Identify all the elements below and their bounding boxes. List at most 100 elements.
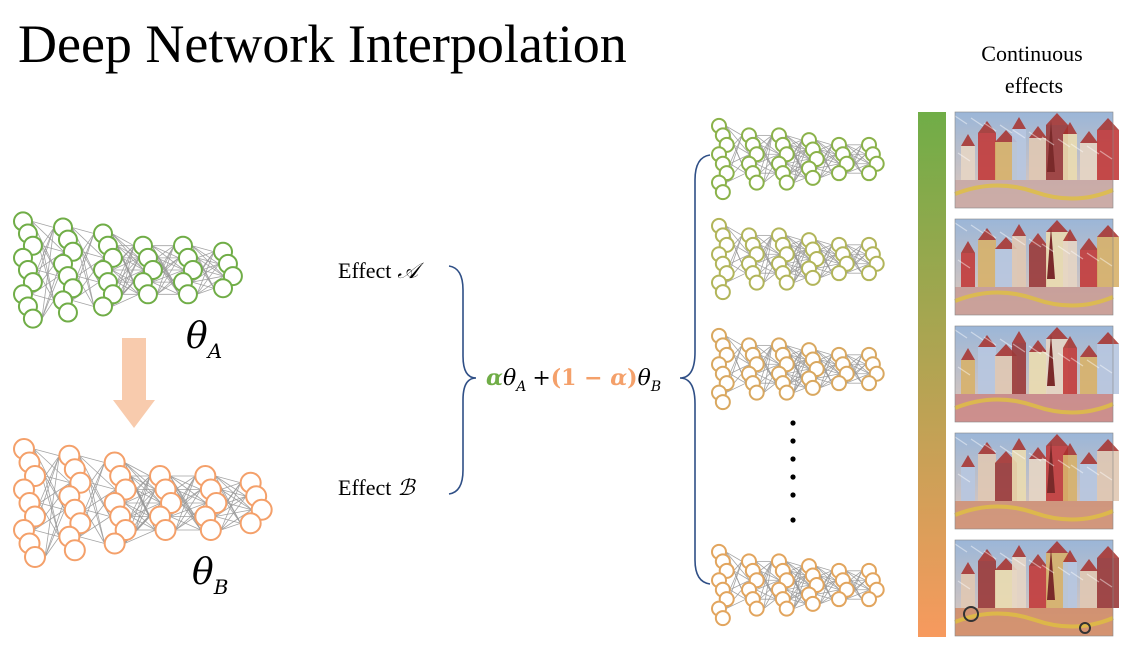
- connection-line: [44, 475, 71, 484]
- connection-line: [845, 589, 870, 600]
- connection-line: [823, 363, 836, 370]
- connection-line: [44, 536, 60, 558]
- theta-b-symbol: θB: [192, 552, 228, 599]
- network-row-3: [711, 327, 885, 411]
- connection-line: [785, 234, 803, 241]
- down-arrow-icon: [113, 338, 155, 428]
- connection-line: [36, 227, 55, 271]
- connection-line: [135, 489, 162, 504]
- connection-line: [785, 560, 803, 567]
- connection-line: [196, 287, 215, 295]
- connection-line: [201, 269, 225, 277]
- connection-line: [789, 565, 803, 600]
- neuron: [714, 610, 731, 627]
- connection-line: [124, 462, 151, 477]
- neuron: [831, 265, 847, 282]
- connection-line: [41, 227, 55, 246]
- connection-line: [763, 598, 777, 609]
- connection-line: [84, 462, 106, 510]
- connection-line: [90, 482, 116, 490]
- network-row-4: [711, 543, 885, 627]
- connection-line: [725, 382, 747, 393]
- thumbnail-4: [954, 432, 1119, 530]
- connection-line: [76, 233, 95, 277]
- connection-line: [819, 172, 833, 179]
- connection-line: [201, 263, 220, 271]
- connection-line: [733, 570, 750, 581]
- connection-line: [111, 233, 135, 247]
- neuron: [778, 174, 795, 191]
- thumbnail-5: [954, 539, 1119, 637]
- neuron: [804, 169, 821, 186]
- neuron: [778, 274, 795, 291]
- connection-line: [121, 257, 145, 271]
- neuron: [137, 284, 158, 305]
- connection-line: [733, 244, 750, 255]
- neuron: [861, 165, 877, 182]
- neuron: [778, 600, 795, 617]
- neuron: [748, 174, 765, 191]
- connection-line: [823, 253, 836, 260]
- connection-line: [41, 227, 55, 319]
- connection-line: [793, 249, 807, 283]
- connection-line: [819, 382, 833, 389]
- connection-line: [116, 245, 135, 283]
- connection-line: [789, 239, 803, 274]
- connection-line: [793, 140, 803, 183]
- connection-line: [789, 239, 803, 246]
- neuron: [24, 546, 46, 568]
- thumbnail-2: [954, 218, 1119, 316]
- neuron: [154, 519, 177, 541]
- connection-line: [793, 603, 806, 609]
- connection-line: [815, 168, 833, 174]
- continuous-effects-label-line2: effects: [1005, 73, 1063, 98]
- connection-line: [729, 561, 743, 590]
- connection-line: [81, 251, 105, 259]
- connection-line: [79, 455, 105, 463]
- connection-line: [815, 378, 833, 384]
- connection-line: [789, 565, 803, 572]
- connection-line: [849, 244, 863, 255]
- neuron: [861, 591, 877, 608]
- interpolation-gradient-bar: [918, 112, 946, 637]
- connection-line: [793, 177, 806, 183]
- connection-line: [793, 359, 807, 393]
- connection-line: [763, 135, 773, 183]
- connection-line: [793, 149, 807, 183]
- neuron: [103, 532, 126, 555]
- interpolation-formula: αθA+(1 − α)θB: [486, 365, 661, 395]
- connection-line: [793, 594, 803, 609]
- connection-line: [845, 373, 870, 384]
- connection-line: [156, 281, 175, 295]
- network-row-1: [711, 117, 885, 201]
- connection-line: [196, 263, 220, 295]
- neuron: [831, 375, 847, 392]
- connection-line: [733, 561, 743, 572]
- connection-line: [90, 462, 105, 483]
- connection-line: [759, 235, 773, 246]
- connection-line: [733, 235, 743, 246]
- thumbnail-1: [954, 111, 1119, 209]
- connection-line: [175, 516, 196, 531]
- connection-line: [220, 482, 241, 490]
- connection-line: [175, 475, 196, 531]
- neuron: [57, 302, 78, 323]
- connection-line: [191, 245, 215, 253]
- connection-line: [815, 349, 833, 356]
- connection-line: [725, 272, 747, 283]
- connection-line: [849, 144, 863, 155]
- ellipsis-dots: [790, 420, 796, 523]
- neuron: [748, 600, 765, 617]
- neuron: [93, 296, 113, 317]
- connection-line: [121, 257, 140, 295]
- connection-line: [849, 570, 863, 581]
- neuron: [177, 284, 198, 305]
- connection-line: [759, 345, 773, 356]
- connection-line: [819, 244, 833, 250]
- connection-line: [124, 529, 156, 544]
- connection-line: [729, 345, 743, 374]
- neuron: [804, 595, 821, 612]
- connection-line: [135, 489, 156, 531]
- connection-line: [785, 344, 803, 351]
- connection-line: [815, 268, 833, 274]
